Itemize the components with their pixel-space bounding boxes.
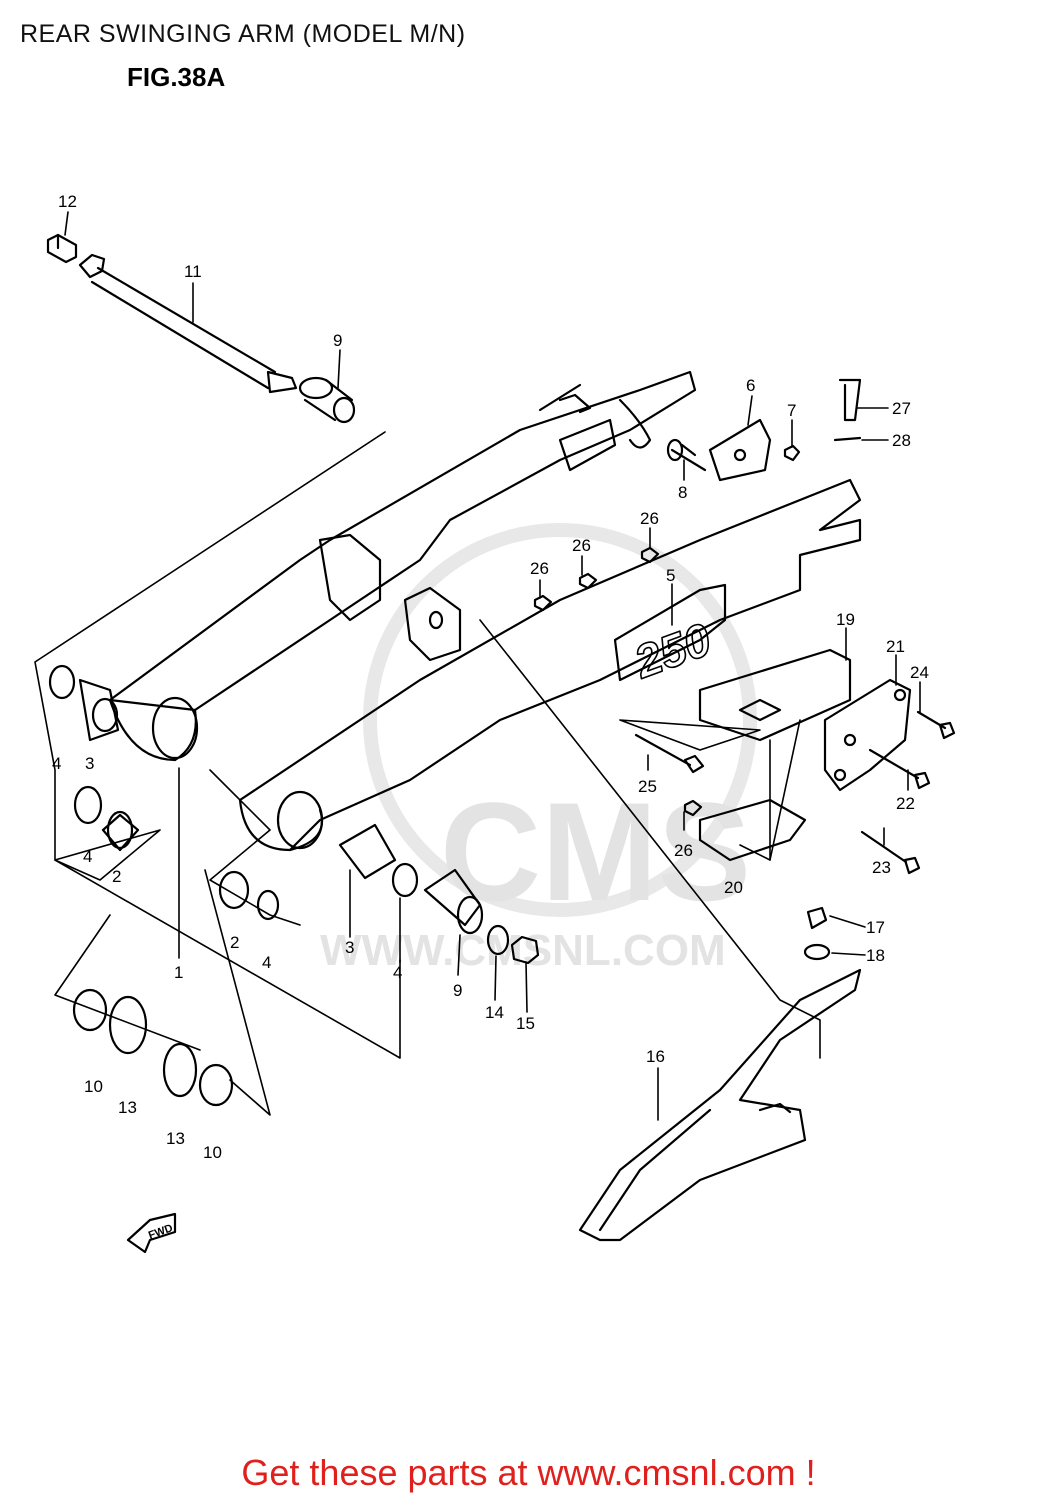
watermark: CMS WWW.CMSNL.COM xyxy=(320,523,757,975)
part-label: 8 xyxy=(678,483,687,502)
swingarm-exploded-diagram: CMS WWW.CMSNL.COM 250 xyxy=(34,192,956,1254)
part-label: 27 xyxy=(892,399,911,418)
part-label: 26 xyxy=(572,536,591,555)
part-label: 3 xyxy=(345,938,354,957)
watermark-logo: CMS xyxy=(440,773,751,930)
diagram-title: REAR SWINGING ARM (MODEL M/N) xyxy=(20,20,466,48)
part-label: 18 xyxy=(866,946,885,965)
watermark-url: WWW.CMSNL.COM xyxy=(320,926,726,975)
fwd-arrow: FWD xyxy=(126,1212,177,1254)
part-label: 24 xyxy=(910,663,929,682)
part-label: 4 xyxy=(262,953,271,972)
part-label: 2 xyxy=(230,933,239,952)
part-label: 22 xyxy=(896,794,915,813)
part-12-nut xyxy=(46,233,78,264)
part-label: 12 xyxy=(58,192,77,211)
part-label: 9 xyxy=(333,331,342,350)
part-label: 4 xyxy=(52,754,61,773)
part-label: 25 xyxy=(638,777,657,796)
bearing-parts xyxy=(48,664,540,1107)
part-label: 26 xyxy=(530,559,549,578)
part-label: 17 xyxy=(866,918,885,937)
part-label: 28 xyxy=(892,431,911,450)
part-6-plate xyxy=(708,418,772,482)
part-label: 26 xyxy=(674,841,693,860)
part-label: 9 xyxy=(453,981,462,1000)
get-parts-link[interactable]: Get these parts at www.cmsnl.com ! xyxy=(241,1452,816,1493)
part-label: 4 xyxy=(83,847,92,866)
part-label: 10 xyxy=(203,1143,222,1162)
part-11-pivot-shaft xyxy=(78,253,298,394)
part-label: 2 xyxy=(112,867,121,886)
part-label: 13 xyxy=(118,1098,137,1117)
part-label: 11 xyxy=(184,262,202,281)
part-label: 3 xyxy=(85,754,94,773)
part-label: 6 xyxy=(746,376,755,395)
part-label: 5 xyxy=(666,566,675,585)
leader-lines xyxy=(34,211,921,1121)
part-number-labels: 12 11 9 6 7 27 28 8 26 26 26 5 19 21 24 … xyxy=(52,192,929,1162)
part-9-collar xyxy=(298,376,356,424)
part-label: 15 xyxy=(516,1014,535,1033)
part-16-chain-buffer xyxy=(578,968,862,1242)
part-label: 10 xyxy=(84,1077,103,1096)
part-label: 13 xyxy=(166,1129,185,1148)
part-label: 1 xyxy=(174,963,183,982)
part-label: 16 xyxy=(646,1047,665,1066)
figure-number: FIG.38A xyxy=(127,62,226,92)
part-label: 20 xyxy=(724,878,743,897)
part-label: 4 xyxy=(393,963,402,982)
part-label: 7 xyxy=(787,401,796,420)
part-label: 23 xyxy=(872,858,891,877)
chain-adjuster-bracket xyxy=(698,648,912,792)
part-label: 26 xyxy=(640,509,659,528)
part-label: 19 xyxy=(836,610,855,629)
part-label: 21 xyxy=(886,637,905,656)
part-label: 14 xyxy=(485,1003,504,1022)
